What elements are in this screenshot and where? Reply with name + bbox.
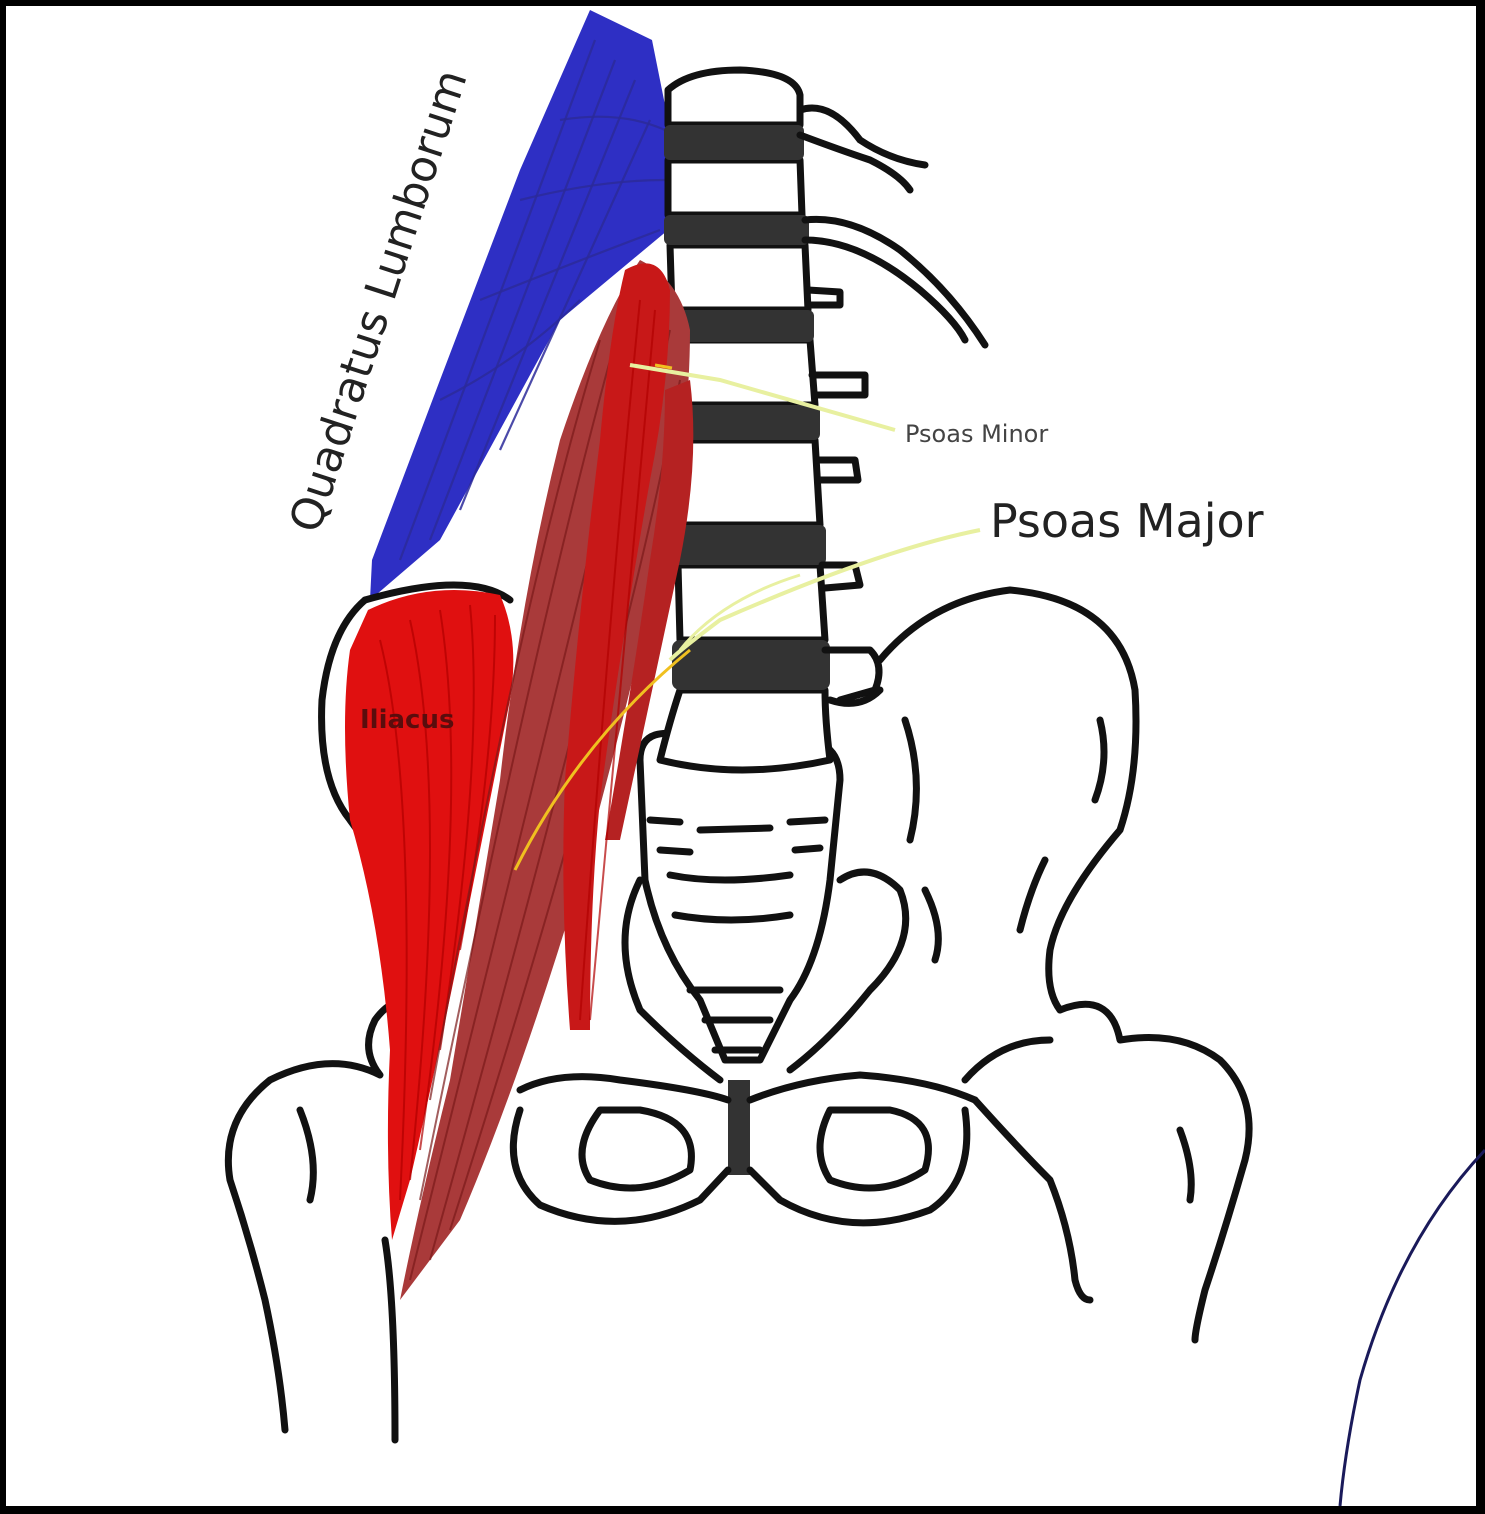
label-psoas-major: Psoas Major	[990, 494, 1264, 548]
label-iliacus: Iliacus	[360, 705, 454, 735]
label-psoas-minor: Psoas Minor	[905, 420, 1048, 448]
